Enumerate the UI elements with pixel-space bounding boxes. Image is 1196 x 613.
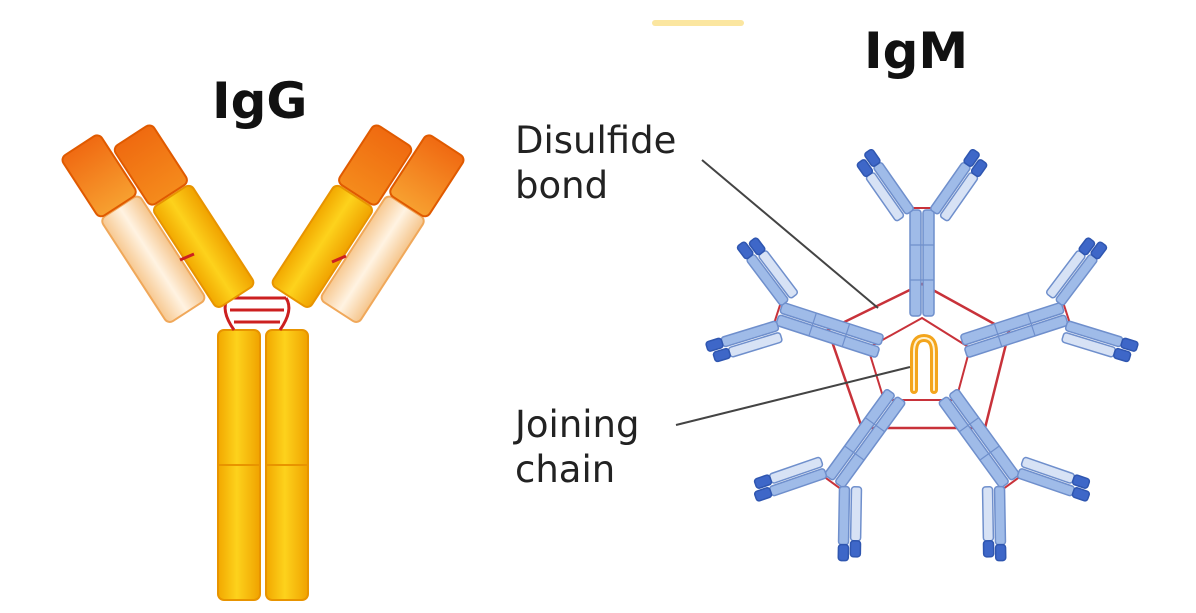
disulfide-label-line1: Disulfide	[515, 119, 677, 162]
igm-joining-chain	[910, 333, 938, 394]
disulfide-pointer-line	[701, 159, 879, 309]
igg-antibody	[61, 124, 465, 601]
igm-monomer	[753, 388, 906, 562]
joining-label-line1: Joining	[515, 403, 640, 446]
igg-title: IgG	[212, 72, 308, 130]
joining-pointer-line	[675, 366, 911, 426]
disulfide-bond-label: Disulfide bond	[515, 118, 676, 208]
igm-monomer	[960, 237, 1139, 363]
igg-stem	[217, 329, 309, 601]
joining-chain-label: Joining chain	[515, 402, 640, 492]
disulfide-label-line2: bond	[515, 164, 609, 207]
top-smudge	[652, 20, 744, 26]
igg-left-light-chain	[61, 134, 206, 323]
igg-right-heavy-chain	[271, 124, 413, 308]
igg-right-bond	[331, 254, 347, 264]
joining-label-line2: chain	[515, 448, 616, 491]
igg-hinge-bonds	[223, 296, 291, 331]
igm-title: IgM	[864, 22, 969, 80]
igm-monomer	[856, 148, 988, 317]
igg-left-bond	[179, 252, 195, 262]
igm-inner-pentagon	[866, 316, 972, 401]
igm-antibody	[705, 148, 1139, 562]
igm-monomer	[938, 388, 1091, 562]
igg-right-light-chain	[320, 134, 465, 323]
igm-monomer	[705, 237, 884, 363]
